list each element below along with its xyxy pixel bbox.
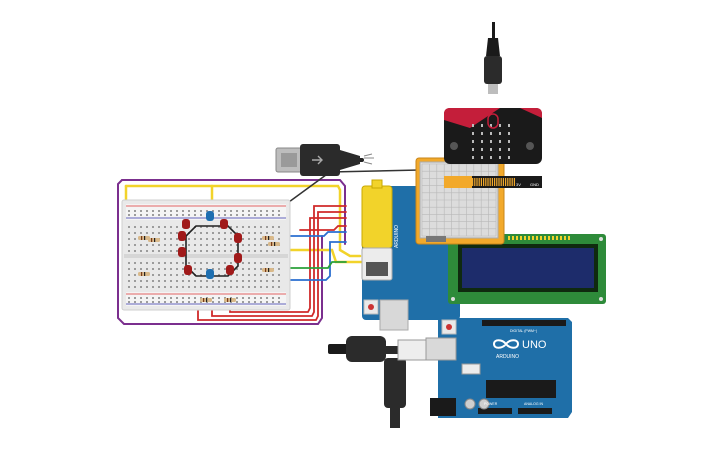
microbit-board[interactable]: 3V GND (444, 108, 542, 188)
usb-b-connector[interactable] (397, 339, 427, 361)
arduino-uno-board[interactable]: UNO ARDUINO DIGITAL (PWM~) POWER ANALOG … (425, 318, 572, 418)
led-group (178, 211, 242, 279)
uno-brand-label: ARDUINO (496, 354, 519, 360)
resistor (200, 298, 212, 302)
lcd-pin-header (508, 236, 570, 240)
led (206, 269, 214, 279)
microbit-usb-cable-icon[interactable] (484, 22, 502, 94)
microbit-led-matrix (472, 124, 510, 159)
breadboard-holes (128, 210, 280, 303)
led (234, 253, 242, 263)
microbit-button-a[interactable] (450, 142, 458, 150)
led (220, 219, 228, 229)
led (184, 265, 192, 275)
dc-power-plug-icon[interactable] (328, 336, 406, 428)
resistor (262, 236, 274, 240)
led-ring-wire (185, 225, 239, 277)
microbit-pin-gnd: GND (530, 182, 539, 187)
uno-digital-label: DIGITAL (PWM~) (510, 329, 537, 333)
resistor (268, 242, 280, 246)
uno-analog-label: ANALOG IN (524, 402, 544, 406)
lcd-display[interactable] (448, 234, 606, 304)
led (234, 233, 242, 243)
resistor (262, 268, 274, 272)
microbit-edge-pads (472, 178, 515, 186)
gear-motor[interactable] (361, 179, 393, 281)
resistor-group (138, 236, 280, 302)
resistor (148, 238, 160, 242)
uno-model-label: UNO (522, 339, 547, 351)
led (178, 247, 186, 257)
microbit-button-b[interactable] (526, 142, 534, 150)
led (206, 211, 214, 221)
uno-power-label: POWER (484, 402, 498, 406)
led (178, 231, 186, 241)
led (182, 219, 190, 229)
microbit-pin-3v: 3V (516, 182, 521, 187)
resistor (138, 236, 150, 240)
sensor-module[interactable] (415, 157, 505, 245)
usb-cable-icon[interactable] (275, 144, 374, 176)
resistor (224, 298, 236, 302)
led (226, 265, 234, 275)
resistor (138, 272, 150, 276)
arduino-top-brand: ARDUINO (394, 225, 400, 248)
